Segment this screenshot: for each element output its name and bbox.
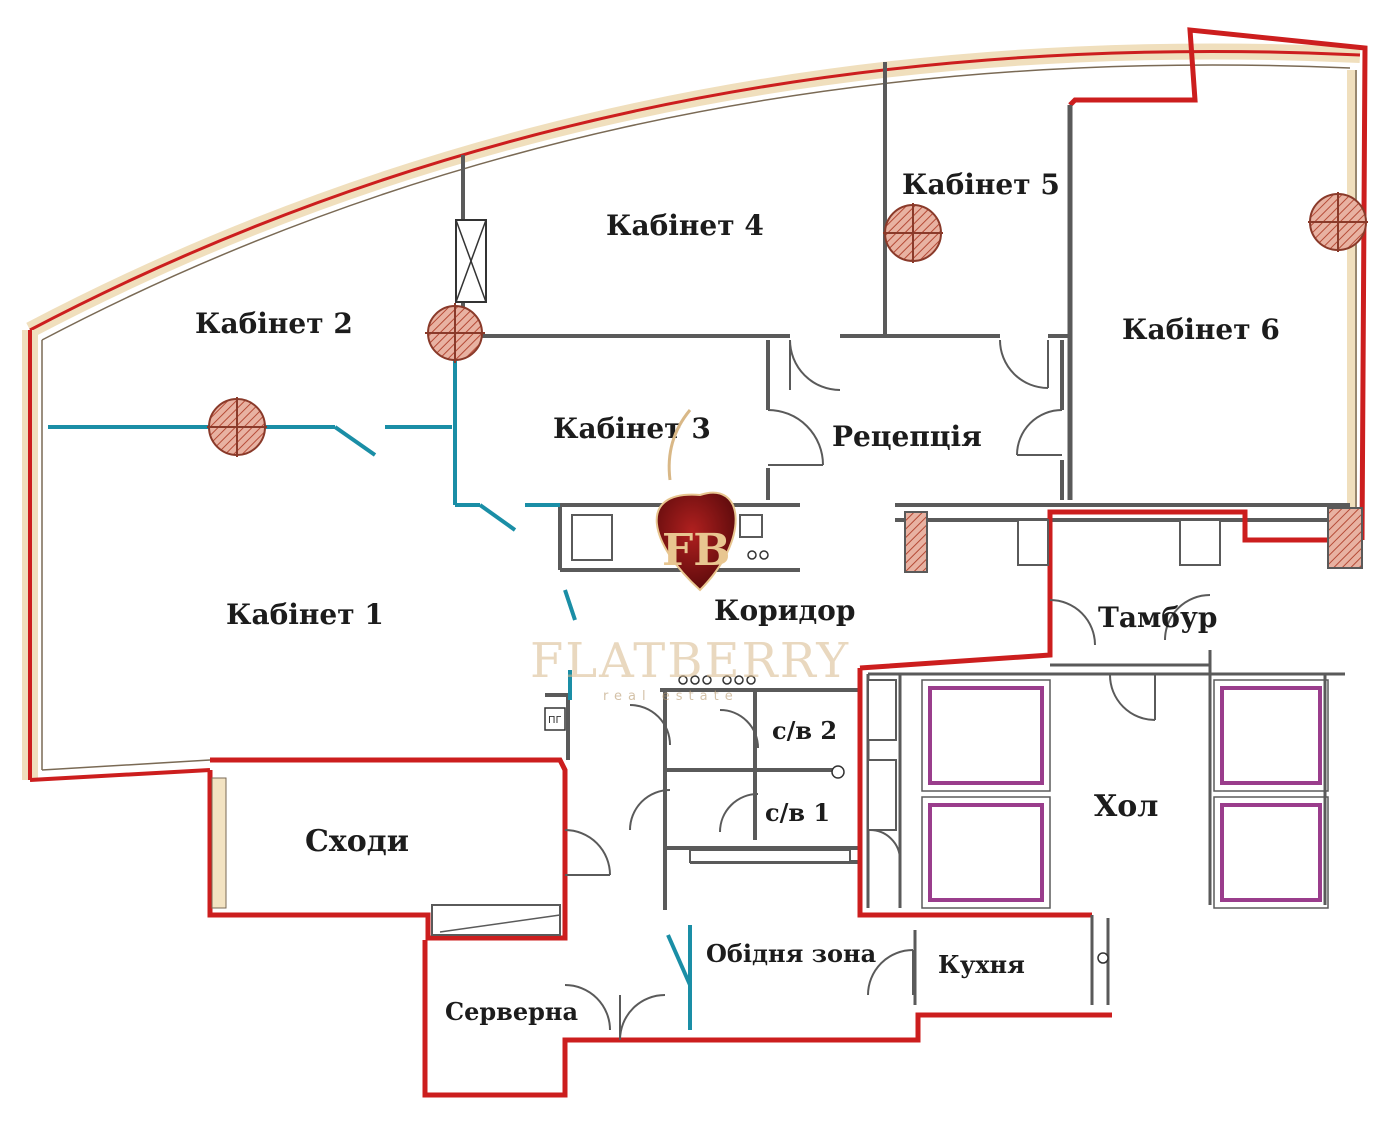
pg-box: ПГ bbox=[544, 707, 566, 731]
label-server: Серверна bbox=[445, 997, 578, 1026]
label-kitchen: Кухня bbox=[938, 950, 1025, 979]
brand-name: FLATBERRY bbox=[530, 633, 850, 689]
column-icon bbox=[1308, 192, 1368, 252]
label-kabinet-3: Кабінет 3 bbox=[553, 412, 711, 445]
label-wc-2: с/в 2 bbox=[772, 716, 837, 745]
teal-partitions bbox=[48, 340, 692, 1030]
label-dining: Обідня зона bbox=[706, 939, 876, 968]
label-vestibule: Тамбур bbox=[1098, 601, 1217, 634]
elevator-frames bbox=[921, 679, 1329, 909]
label-hall: Хол bbox=[1094, 789, 1158, 824]
column-icon bbox=[883, 203, 943, 263]
fixtures bbox=[678, 550, 1109, 964]
label-wc-1: с/в 1 bbox=[765, 798, 830, 827]
label-corridor: Коридор bbox=[714, 594, 855, 627]
label-kabinet-6: Кабінет 6 bbox=[1122, 313, 1280, 346]
logo-monogram: FB bbox=[662, 525, 730, 576]
pg-tag: ПГ bbox=[548, 715, 562, 726]
label-stairs: Сходи bbox=[305, 824, 409, 859]
elevators bbox=[928, 686, 1322, 902]
heart-logo-icon bbox=[655, 491, 737, 592]
label-kabinet-1: Кабінет 1 bbox=[226, 598, 384, 631]
brand-tagline: real estate bbox=[603, 689, 739, 704]
door-swings bbox=[564, 339, 1211, 1041]
label-kabinet-2: Кабінет 2 bbox=[195, 307, 353, 340]
flatberry-watermark: FB FLATBERRY real estate bbox=[530, 409, 850, 704]
outer-wall-right bbox=[1067, 27, 1368, 541]
label-reception: Рецепція bbox=[832, 420, 982, 453]
columns bbox=[207, 192, 1368, 457]
column-icon bbox=[207, 397, 267, 457]
shaft-blocks bbox=[571, 507, 1363, 863]
vent-shaft bbox=[455, 219, 487, 303]
column-icon bbox=[425, 303, 485, 363]
label-kabinet-4: Кабінет 4 bbox=[606, 209, 764, 242]
label-kabinet-5: Кабінет 5 bbox=[902, 168, 1060, 201]
outer-facade bbox=[22, 43, 1361, 782]
room-labels: Кабінет 2 Кабінет 4 Кабінет 5 Кабінет 6 … bbox=[195, 168, 1280, 1026]
stair-detail bbox=[211, 777, 561, 936]
hall-walls bbox=[866, 650, 1345, 1005]
red-walls bbox=[207, 509, 1362, 1098]
